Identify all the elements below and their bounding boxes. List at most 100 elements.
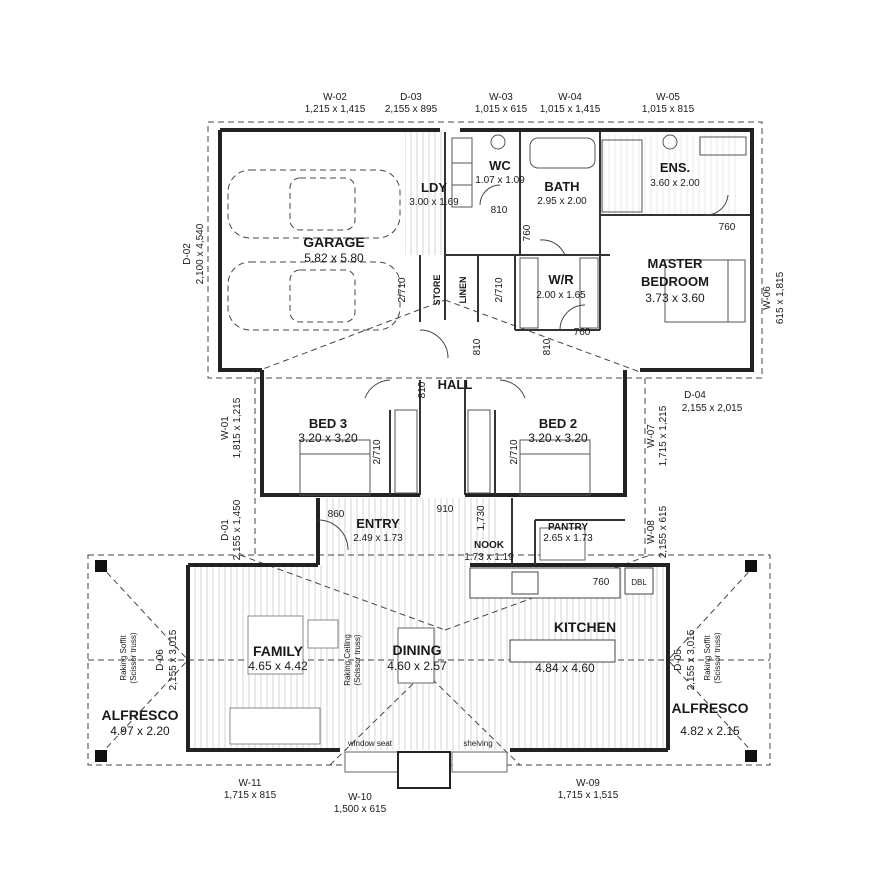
w03-size: 1,015 x 615: [475, 104, 528, 115]
car-bottom: [227, 261, 401, 331]
post-bl: [95, 750, 107, 762]
ens-name: ENS.: [660, 160, 690, 175]
ldy-name: LDY: [421, 180, 447, 195]
alfresco-right-name: ALFRESCO: [672, 700, 749, 716]
family-name: FAMILY: [253, 643, 304, 659]
fridge-label: DBL: [631, 578, 647, 587]
d04-code: D-04: [684, 390, 706, 401]
w11-size: 1,715 x 815: [224, 790, 277, 801]
bath-size: 2.95 x 2.00: [537, 196, 587, 207]
master-bed: [664, 259, 746, 323]
w07-size: 1,715 x 1,215: [658, 405, 669, 466]
pantry-name: PANTRY: [548, 522, 588, 533]
w05-code: W-05: [656, 92, 680, 103]
w04-code: W-04: [558, 92, 582, 103]
door-store: 2/710: [397, 277, 408, 302]
door-ldy: 810: [491, 205, 508, 216]
w06-code: W-06: [762, 286, 773, 310]
post-br: [745, 750, 757, 762]
entry-floorboards: [325, 498, 500, 565]
door-ens: 760: [719, 222, 736, 233]
bed2-name: BED 2: [539, 416, 577, 431]
d02-code: D-02: [182, 243, 193, 265]
shelving: [451, 751, 508, 773]
linen-name: LINEN: [458, 277, 468, 304]
master-size: 3.73 x 3.60: [645, 291, 705, 305]
w05-size: 1,015 x 815: [642, 104, 695, 115]
bath-name: BATH: [544, 179, 579, 194]
master-name-2: BEDROOM: [641, 274, 709, 289]
kitchen-size: 4.84 x 4.60: [535, 661, 595, 675]
post-tl: [95, 560, 107, 572]
family-sofa: [229, 615, 339, 745]
shelving-label: shelving: [463, 739, 492, 748]
w01-size: 1,815 x 1,215: [232, 397, 243, 458]
shower: [601, 139, 643, 213]
entry-name: ENTRY: [356, 516, 400, 531]
dining-size: 4.60 x 2.57: [387, 659, 447, 673]
d06-size: 2,155 x 3,015: [168, 629, 179, 690]
bed3-name: BED 3: [309, 416, 347, 431]
dining-table: [397, 627, 435, 684]
d01-size: 2,155 x 1,450: [232, 499, 243, 560]
kitchen-name: KITCHEN: [554, 619, 616, 635]
wc-size: 1.07 x 1.09: [475, 175, 525, 186]
w02-size: 1,215 x 1,415: [305, 104, 366, 115]
bed2-robe: [467, 409, 491, 494]
door-nook: 1,730: [476, 505, 487, 530]
hall-name: HALL: [438, 377, 473, 392]
w10-code: W-10: [348, 792, 372, 803]
door-hall-mid: 810: [417, 381, 428, 398]
bed3-bed: [299, 439, 371, 496]
d04-size: 2,155 x 2,015: [682, 403, 743, 414]
bed3-size: 3.20 x 3.20: [298, 431, 358, 445]
wet-floorboards: [600, 135, 740, 215]
dining-name: DINING: [393, 642, 442, 658]
hall-floorboards: [405, 130, 445, 255]
kitchen-island: [509, 639, 616, 663]
bed2-bed: [519, 439, 591, 496]
family-size: 4.65 x 4.42: [248, 659, 308, 673]
door-bed3-robe: 2/710: [372, 439, 383, 464]
d06-code: D-06: [155, 649, 166, 671]
eaves-line-top: [207, 121, 763, 379]
master-name-1: MASTER: [648, 256, 704, 271]
door-entry: 860: [328, 509, 345, 520]
d02-size: 2,100 x 4,540: [195, 223, 206, 284]
pantry-shelf: [539, 527, 586, 561]
w03-code: W-03: [489, 92, 513, 103]
raking-soffit-right-1: Raking Soffit: [703, 635, 712, 681]
alfresco-left-name: ALFRESCO: [102, 707, 179, 723]
cooktop: [511, 571, 539, 595]
w10-size: 1,500 x 615: [334, 804, 387, 815]
walls: [186, 128, 754, 752]
raking-soffit-left-2: (Scissor truss): [129, 632, 138, 683]
wr-robe-right: [579, 257, 599, 329]
ens-size: 3.60 x 2.00: [650, 178, 700, 189]
window-seat-label: window seat: [347, 739, 393, 748]
raking-soffit-left-1: Raking Soffit: [119, 635, 128, 681]
d01-code: D-01: [220, 519, 231, 541]
w09-size: 1,715 x 1,515: [558, 790, 619, 801]
wr-name: W/R: [548, 272, 574, 287]
d05-code: D-05: [673, 649, 684, 671]
post-tr: [745, 560, 757, 572]
nook-name: NOOK: [474, 540, 505, 551]
door-entry-front: 910: [437, 504, 454, 515]
kitchen-bench: [469, 567, 621, 599]
store-name: STORE: [432, 275, 442, 306]
alfresco-left-size: 4.97 x 2.20: [110, 724, 170, 738]
dryer: [451, 184, 473, 208]
w04-size: 1,015 x 1,415: [540, 104, 601, 115]
raking-ceiling-1: Raking Ceiling: [343, 634, 352, 686]
door-wr: 760: [574, 327, 591, 338]
w09-code: W-09: [576, 778, 600, 789]
bay-window: [397, 751, 451, 789]
bathtub: [529, 137, 596, 169]
ldy-size: 3.00 x 1.69: [409, 197, 459, 208]
w06-size: 615 x 1,815: [775, 271, 786, 324]
d03-size: 2,155 x 895: [385, 104, 438, 115]
w11-code: W-11: [239, 778, 262, 789]
d03-code: D-03: [400, 92, 422, 103]
